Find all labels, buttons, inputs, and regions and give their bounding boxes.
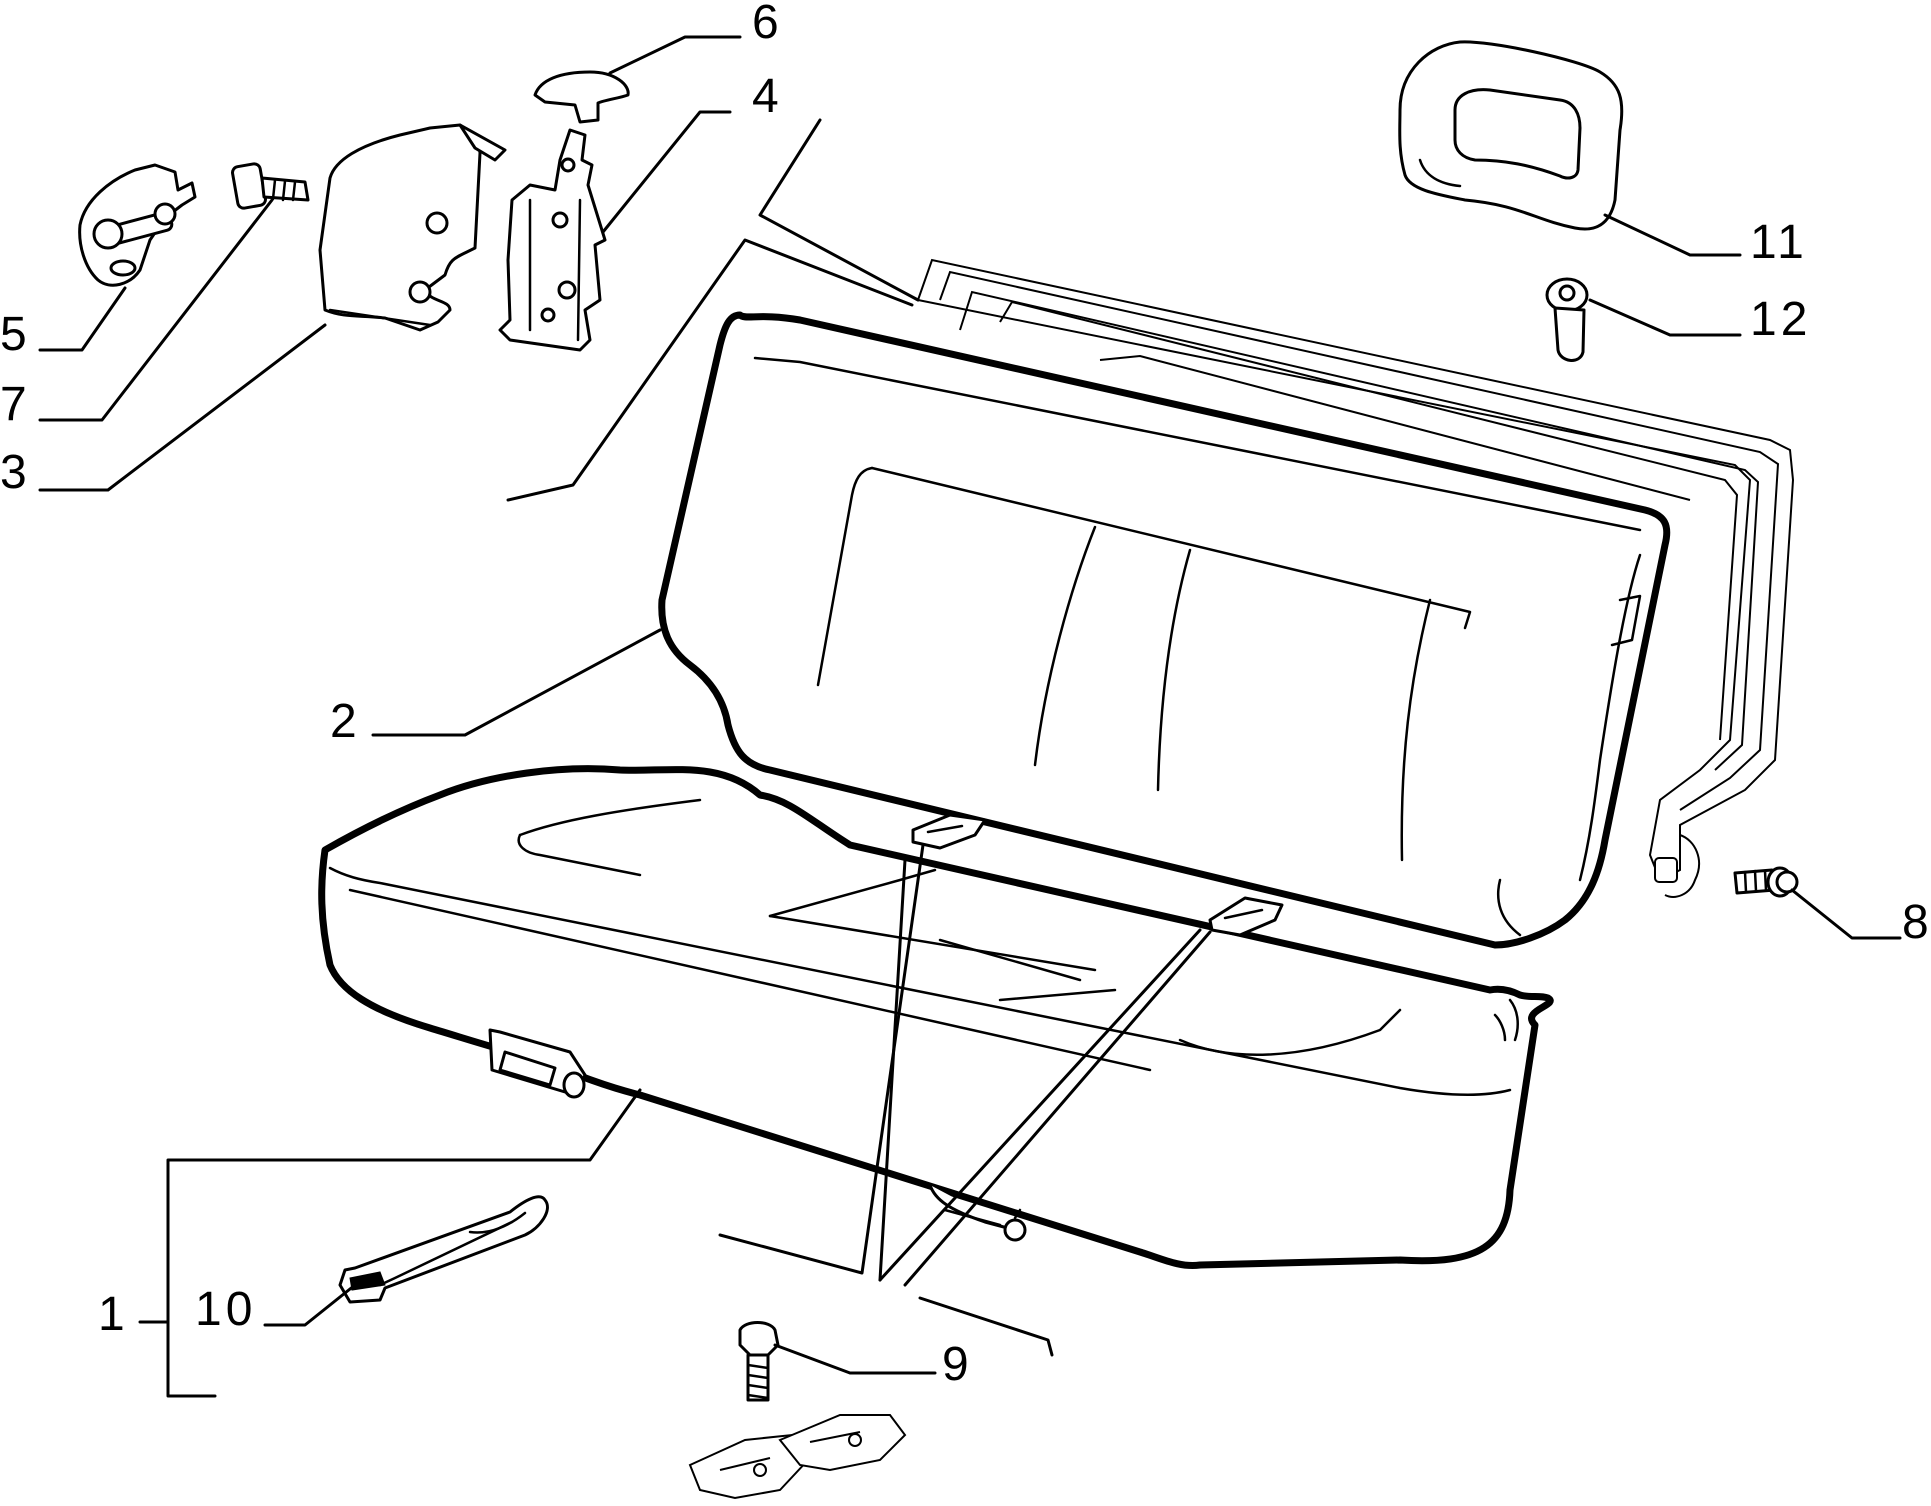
callout-5: 5 (0, 308, 31, 361)
leader-9 (773, 1343, 937, 1375)
leader-anchor-b (903, 930, 1212, 1287)
part-10-strap (338, 1195, 549, 1304)
backrest-anchor-left (911, 813, 987, 850)
callout-12: 12 (1750, 293, 1811, 346)
callout-8: 8 (1902, 896, 1931, 949)
callout-1: 1 (98, 1288, 129, 1341)
leader-backrest-lower (506, 238, 914, 502)
leader-3 (38, 323, 327, 492)
callout-10: 10 (195, 1283, 256, 1336)
part-11-headrest (1398, 40, 1624, 231)
leader-anchor-d (918, 1296, 1054, 1357)
leader-lines (38, 35, 1902, 1398)
backrest (658, 311, 1671, 949)
leader-8 (1790, 888, 1902, 940)
part-3-hinge-cover (318, 123, 507, 332)
leader-4 (601, 110, 732, 234)
leader-anchor-e (878, 858, 907, 1282)
part-6-cap (533, 70, 630, 124)
callout-labels: 1 2 3 4 5 6 7 8 9 10 11 12 (0, 0, 1931, 1391)
leader-7 (38, 198, 274, 422)
part-8-bolt (1733, 866, 1799, 898)
leader-anchor-c (878, 928, 1202, 1282)
callout-9: 9 (942, 1338, 973, 1391)
backrest-rear-outline (916, 258, 1795, 898)
callout-4: 4 (752, 70, 783, 123)
part-9-bolt (738, 1321, 780, 1402)
part-5-lock-striker (78, 163, 197, 287)
cushion-hinge-left (488, 1028, 587, 1099)
part-12-clip (1545, 277, 1589, 362)
part-9-anchor-plates (688, 1414, 907, 1500)
leader-5 (38, 286, 127, 352)
callout-7: 7 (0, 378, 31, 431)
part-4-hinge-bracket (498, 128, 607, 352)
backrest-anchor-right (1208, 896, 1284, 937)
part-7-bolt (231, 162, 310, 210)
callout-11: 11 (1750, 216, 1808, 269)
leader-anchor-a (718, 843, 925, 1275)
leader-12 (1588, 298, 1742, 337)
leader-6 (608, 35, 742, 75)
leader-1 (138, 1088, 642, 1398)
leader-10 (263, 1283, 357, 1327)
leader-11 (1603, 213, 1742, 257)
leader-backrest-upper (758, 118, 920, 302)
callout-3: 3 (0, 446, 31, 499)
seat-cushion (318, 765, 1554, 1270)
callout-2: 2 (330, 695, 361, 748)
leader-2 (371, 628, 662, 737)
callout-6: 6 (752, 0, 783, 49)
